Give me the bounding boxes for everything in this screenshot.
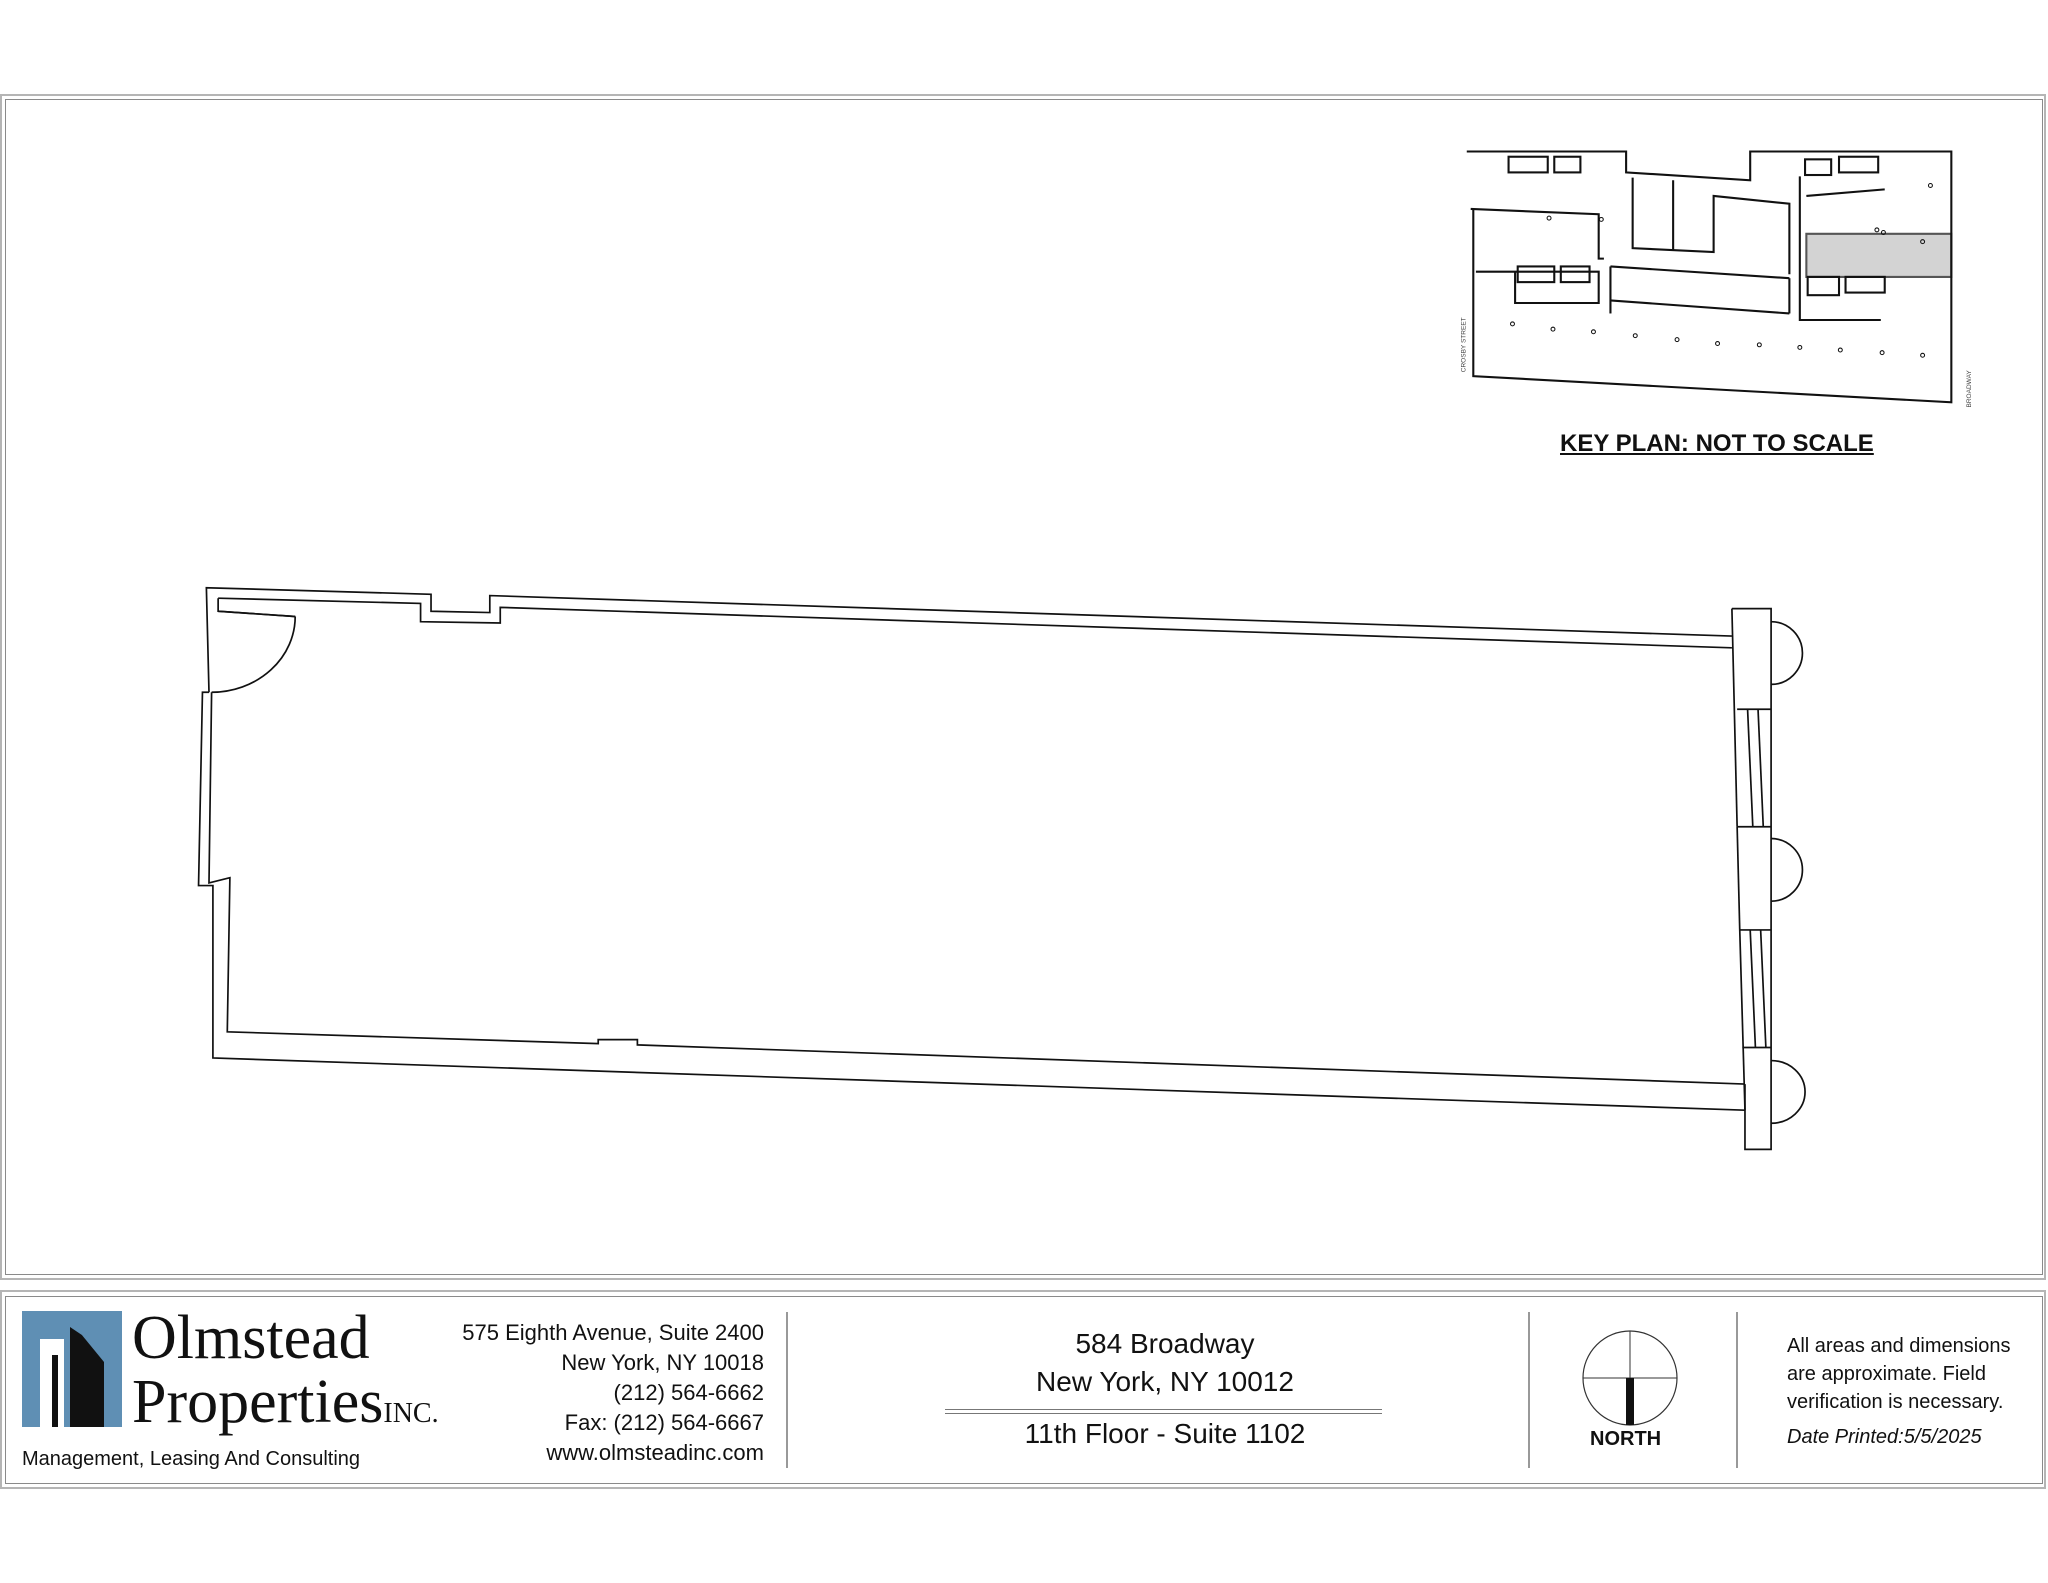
drawing-frame-inner <box>5 99 2043 1275</box>
suite-outline <box>197 586 1806 1151</box>
company-name-line1: Olmstead <box>132 1304 370 1372</box>
company-website-link[interactable]: www.olmsteadinc.com <box>546 1440 764 1465</box>
key-plan-columns <box>1510 182 1933 358</box>
divider <box>1736 1312 1738 1468</box>
key-plan-highlight-suite <box>1805 232 1953 278</box>
disclaimer-line: All areas and dimensions <box>1787 1335 2011 1357</box>
address-street: 575 Eighth Avenue, Suite 2400 <box>462 1320 764 1345</box>
key-plan <box>1466 150 1953 404</box>
key-plan-street-right: BROADWAY <box>1966 370 1973 408</box>
company-name: Olmstead PropertiesINC. <box>132 1306 439 1446</box>
north-arrow-icon <box>1582 1330 1678 1426</box>
address-city: New York, NY 10018 <box>561 1350 764 1375</box>
disclaimer-line: are approximate. Field <box>1787 1363 1986 1385</box>
north-label: NORTH <box>1590 1428 1662 1450</box>
divider <box>945 1409 1382 1414</box>
title-block-inner <box>5 1296 2043 1484</box>
key-plan-title: KEY PLAN: NOT TO SCALE <box>1560 430 1874 457</box>
company-suffix: INC. <box>383 1398 439 1429</box>
disclaimer: All areas and dimensions are approximate… <box>1787 1332 2010 1416</box>
divider <box>1528 1312 1530 1468</box>
company-name-line2: Properties <box>132 1368 384 1436</box>
company-logo-icon <box>22 1311 122 1427</box>
key-plan-street-left: CROSBY STREET <box>1460 317 1467 372</box>
divider <box>786 1312 788 1468</box>
property-street: 584 Broadway <box>1075 1328 1255 1359</box>
company-tagline: Management, Leasing And Consulting <box>22 1448 361 1470</box>
date-printed: Date Printed:5/5/2025 <box>1787 1426 1982 1449</box>
title-block <box>0 1290 2046 1489</box>
date-value: 5/5/2025 <box>1903 1426 1982 1448</box>
drawing-frame <box>0 94 2046 1280</box>
company-address: 575 Eighth Avenue, Suite 2400 New York, … <box>462 1318 764 1468</box>
property-suite: 11th Floor - Suite 1102 <box>1024 1418 1306 1449</box>
property-city: New York, NY 10012 <box>1036 1366 1294 1397</box>
disclaimer-line: verification is necessary. <box>1787 1391 2004 1413</box>
date-label: Date Printed: <box>1787 1426 1904 1448</box>
address-fax: Fax: (212) 564-6667 <box>564 1410 764 1435</box>
address-phone: (212) 564-6662 <box>613 1380 764 1405</box>
